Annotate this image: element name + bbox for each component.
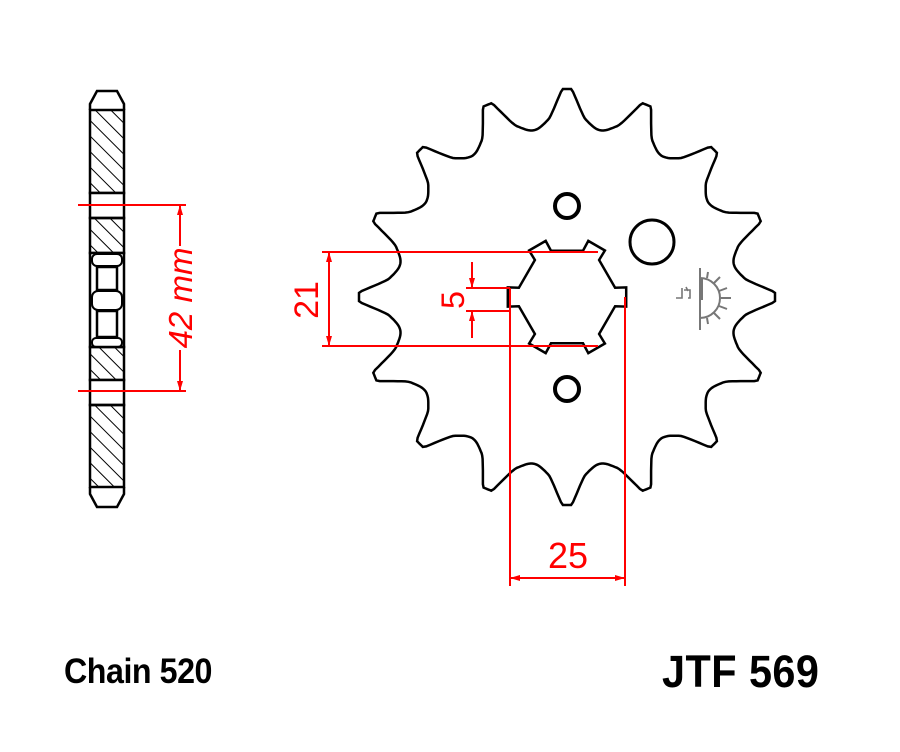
side-view-top-chamfer [88,89,126,110]
hardening-symbol-icon [676,268,731,330]
dimension-25-label: 25 [548,535,588,576]
lightening-hole [628,218,676,266]
side-view-spline-2 [95,309,119,339]
dimension-21: 21 [288,251,598,347]
side-view-hatch-4 [88,403,126,489]
side-view-blank-2 [88,378,126,407]
side-view-bottom-chamfer [88,487,126,509]
dimension-21-label: 21 [288,281,326,319]
spline-bore [506,239,628,355]
bolt-hole-bottom [553,375,581,403]
sprocket-outline [357,87,777,507]
side-view-spline-1 [95,265,119,292]
dimension-5: 5 [435,262,510,338]
side-view [88,89,126,509]
side-view-hatch-3 [88,345,126,382]
part-number-label: JTF 569 [662,646,820,697]
side-view-hatch-2 [88,216,126,255]
chain-size-label: Chain 520 [64,652,212,691]
side-view-hub-rounded-1 [91,253,123,267]
sprocket-front-view [357,87,777,507]
side-view-hatch-1 [88,108,126,195]
side-view-hub-rounded-3 [91,337,123,348]
side-view-hub-rounded-2 [91,290,123,311]
bolt-hole-top [553,192,581,220]
dimension-25: 25 [509,288,626,586]
dimension-42mm-label: 42 mm [162,248,199,349]
dimension-42mm: 42 mm [78,204,199,392]
dimension-5-label: 5 [435,291,471,309]
